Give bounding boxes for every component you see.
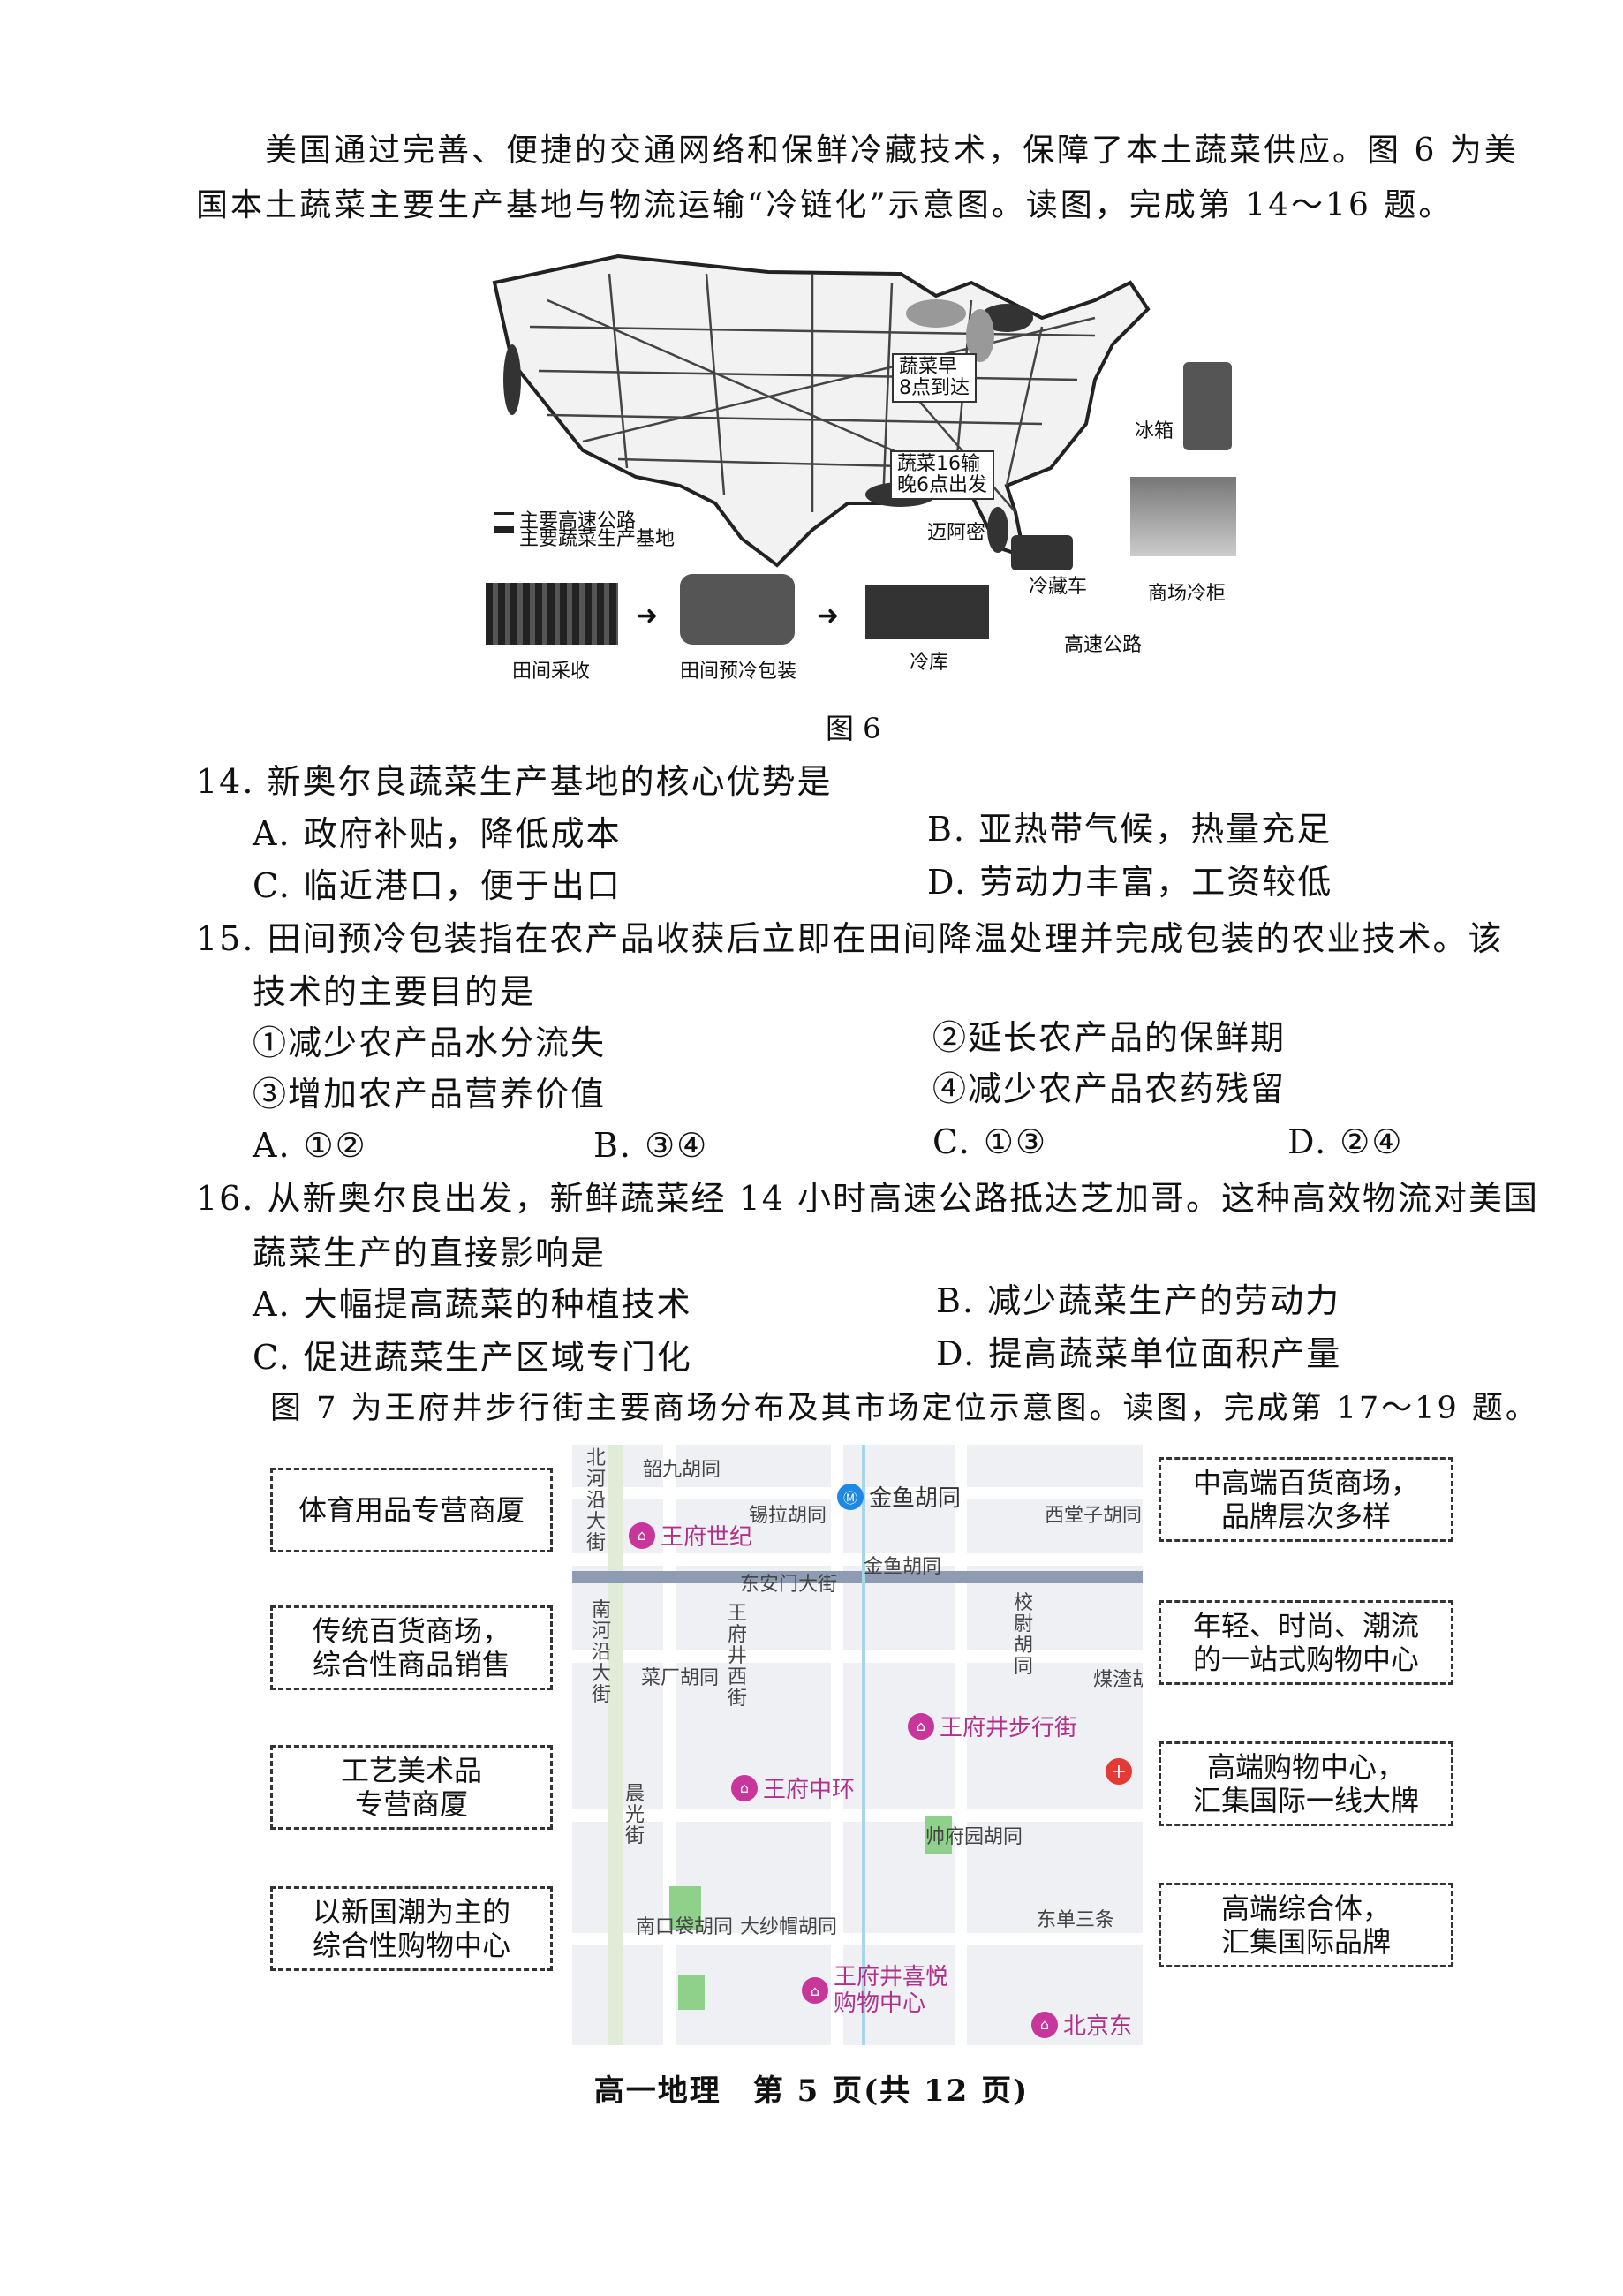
box-arts-crafts: 工艺美术品 专营商厦 bbox=[270, 1745, 553, 1830]
q16-option-b[interactable]: B. 减少蔬菜生产的劳动力 bbox=[936, 1281, 1341, 1320]
street-xila: 锡拉胡同 bbox=[749, 1505, 827, 1527]
chain-precool: 田间预冷包装 bbox=[680, 661, 797, 683]
box-sports-goods: 体育用品专营商厦 bbox=[270, 1468, 553, 1552]
street-wangfujing-west: 王府井西街 bbox=[728, 1603, 748, 1710]
wangfujing-map: 韶九胡同 锡拉胡同 西堂子胡同 东安门大街 金鱼胡同 菜厂胡同 煤渣胡 帅府园胡… bbox=[572, 1445, 1143, 2045]
callout-miami: 迈阿密 bbox=[927, 522, 986, 544]
page-footer: 高一地理 第 5 页(共 12 页) bbox=[593, 2073, 1030, 2109]
poi-wangfujing-xiyue[interactable]: ⌂王府井喜悦 购物中心 bbox=[802, 1964, 948, 2017]
chain-mall-cooler: 商场冷柜 bbox=[1148, 583, 1227, 605]
cold-storage-image bbox=[865, 585, 989, 639]
q14-option-b[interactable]: B. 亚热带气候，热量充足 bbox=[927, 810, 1332, 849]
hospital-icon: + bbox=[1106, 1758, 1132, 1785]
street-xiaowei: 校尉胡同 bbox=[1014, 1592, 1034, 1678]
street-meizha: 煤渣胡 bbox=[1093, 1669, 1143, 1691]
poi-wangfu-shiji[interactable]: ⌂王府世纪 bbox=[629, 1519, 752, 1552]
box-traditional-department: 传统百货商场， 综合性商品销售 bbox=[270, 1605, 553, 1690]
intro-figure-7: 图 7 为王府井步行街主要商场分布及其市场定位示意图。读图，完成第 17～19 … bbox=[270, 1391, 1539, 1426]
q16-stem-line-2: 蔬菜生产的直接影响是 bbox=[253, 1234, 607, 1273]
q15-item-2: ②延长农产品的保鲜期 bbox=[932, 1018, 1287, 1057]
callout-depart: 蔬菜16输 晚6点出发 bbox=[890, 450, 994, 500]
q16-option-d[interactable]: D. 提高蔬菜单位面积产量 bbox=[936, 1334, 1342, 1373]
us-map-figure: 主要高速公路 主要蔬菜生产基地 蔬菜早 8点到达 蔬菜16输 晚6点出发 迈阿密 bbox=[477, 247, 1272, 689]
chain-field-harvest: 田间采收 bbox=[512, 661, 591, 683]
intro-line-1: 美国通过完善、便捷的交通网络和保鲜冷藏技术，保障了本土蔬菜供应。图 6 为美 bbox=[265, 132, 1519, 169]
q15-item-3: ③增加农产品营养价值 bbox=[253, 1075, 607, 1114]
street-dongdan-3: 东单三条 bbox=[1037, 1909, 1115, 1931]
mall-pin-icon: ⌂ bbox=[802, 1977, 828, 2004]
mall-pin-icon: ⌂ bbox=[908, 1712, 934, 1740]
legend-highway: 主要高速公路 bbox=[519, 510, 637, 532]
q15-stem-line-1: 15. 田间预冷包装指在农产品收获后立即在田间降温处理并完成包装的农业技术。该 bbox=[196, 919, 1504, 958]
q16-option-c[interactable]: C. 促进蔬菜生产区域专门化 bbox=[253, 1338, 692, 1377]
poi-beijing-dong[interactable]: ⌂北京东 bbox=[1031, 2008, 1132, 2041]
box-high-end-mall: 高端购物中心， 汇集国际一线大牌 bbox=[1159, 1741, 1453, 1826]
street-donganmen: 东安门大街 bbox=[740, 1574, 838, 1596]
box-new-guochao: 以新国潮为主的 综合性购物中心 bbox=[270, 1886, 553, 1971]
q14-option-a[interactable]: A. 政府补贴，降低成本 bbox=[253, 814, 622, 853]
intro-line-2: 国本土蔬菜主要生产基地与物流运输“冷链化”示意图。读图，完成第 14～16 题。 bbox=[196, 187, 1453, 223]
q15-option-c[interactable]: C. ①③ bbox=[932, 1122, 1048, 1161]
precool-image bbox=[680, 574, 795, 645]
box-young-fashion: 年轻、时尚、潮流 的一站式购物中心 bbox=[1159, 1600, 1453, 1685]
callout-arrive: 蔬菜早 8点到达 bbox=[892, 353, 977, 403]
street-xitangzi: 西堂子胡同 bbox=[1045, 1505, 1143, 1527]
arrow-2: ➜ bbox=[817, 600, 840, 631]
figure-6-caption: 图 6 bbox=[826, 712, 881, 745]
street-jinyu: 金鱼胡同 bbox=[864, 1556, 942, 1578]
display-cooler-image bbox=[1130, 477, 1236, 556]
chain-cold-storage: 冷库 bbox=[910, 652, 949, 674]
chain-highway: 高速公路 bbox=[1064, 634, 1143, 656]
cold-chain-row: 田间采收 ➜ 田间预冷包装 ➜ 冷库 冷藏车 高速公路 商场冷柜 冰箱 bbox=[477, 362, 1272, 706]
street-nankoudai: 南口袋胡同 bbox=[636, 1916, 734, 1938]
q14-option-d[interactable]: D. 劳动力丰富，工资较低 bbox=[927, 863, 1333, 902]
poi-wangfu-zhonghuan[interactable]: ⌂王府中环 bbox=[731, 1771, 855, 1804]
legend-vegetable-base: 主要蔬菜生产基地 bbox=[519, 528, 676, 550]
arrow-1: ➜ bbox=[636, 600, 659, 631]
mall-pin-icon: ⌂ bbox=[1031, 2011, 1058, 2038]
street-caichang: 菜厂胡同 bbox=[641, 1667, 720, 1689]
q15-option-d[interactable]: D. ②④ bbox=[1287, 1122, 1404, 1161]
street-chenguang: 晨光街 bbox=[625, 1783, 645, 1847]
q15-item-1: ①减少农产品水分流失 bbox=[253, 1023, 607, 1062]
fridge-image bbox=[1183, 362, 1232, 450]
chain-reefer-truck: 冷藏车 bbox=[1029, 576, 1088, 598]
mall-pin-icon: ⌂ bbox=[731, 1774, 758, 1801]
box-high-end-complex: 高端综合体， 汇集国际品牌 bbox=[1159, 1883, 1453, 1967]
reefer-truck-image bbox=[1011, 535, 1073, 570]
box-mid-high-department: 中高端百货商场， 品牌层次多样 bbox=[1159, 1457, 1453, 1542]
chain-fridge: 冰箱 bbox=[1135, 420, 1174, 442]
q15-stem-line-2: 技术的主要目的是 bbox=[253, 972, 536, 1011]
q16-option-a[interactable]: A. 大幅提高蔬菜的种植技术 bbox=[253, 1285, 692, 1324]
q15-option-b[interactable]: B. ③④ bbox=[593, 1126, 709, 1165]
q14-option-c[interactable]: C. 临近港口，便于出口 bbox=[253, 866, 622, 905]
street-shuaifuyuan: 帅府园胡同 bbox=[925, 1826, 1023, 1848]
q14-stem: 14. 新奥尔良蔬菜生产基地的核心优势是 bbox=[196, 762, 833, 801]
field-harvest-image bbox=[486, 583, 618, 645]
street-nanheyan: 南河沿大街 bbox=[592, 1599, 612, 1706]
mall-pin-icon: ⌂ bbox=[629, 1522, 655, 1549]
subway-icon: Ⓜ bbox=[837, 1483, 864, 1510]
street-shaojiu: 韶九胡同 bbox=[643, 1459, 721, 1481]
poi-wangfujing-walking-street[interactable]: ⌂王府井步行街 bbox=[908, 1710, 1077, 1742]
q15-item-4: ④减少农产品农药残留 bbox=[932, 1069, 1287, 1108]
q15-option-a[interactable]: A. ①② bbox=[253, 1126, 367, 1165]
street-dashamao: 大纱帽胡同 bbox=[740, 1916, 838, 1938]
street-beiheyan: 北河沿大街 bbox=[586, 1447, 607, 1554]
q16-stem-line-1: 16. 从新奥尔良出发，新鲜蔬菜经 14 小时高速公路抵达芝加哥。这种高效物流对… bbox=[196, 1179, 1540, 1218]
